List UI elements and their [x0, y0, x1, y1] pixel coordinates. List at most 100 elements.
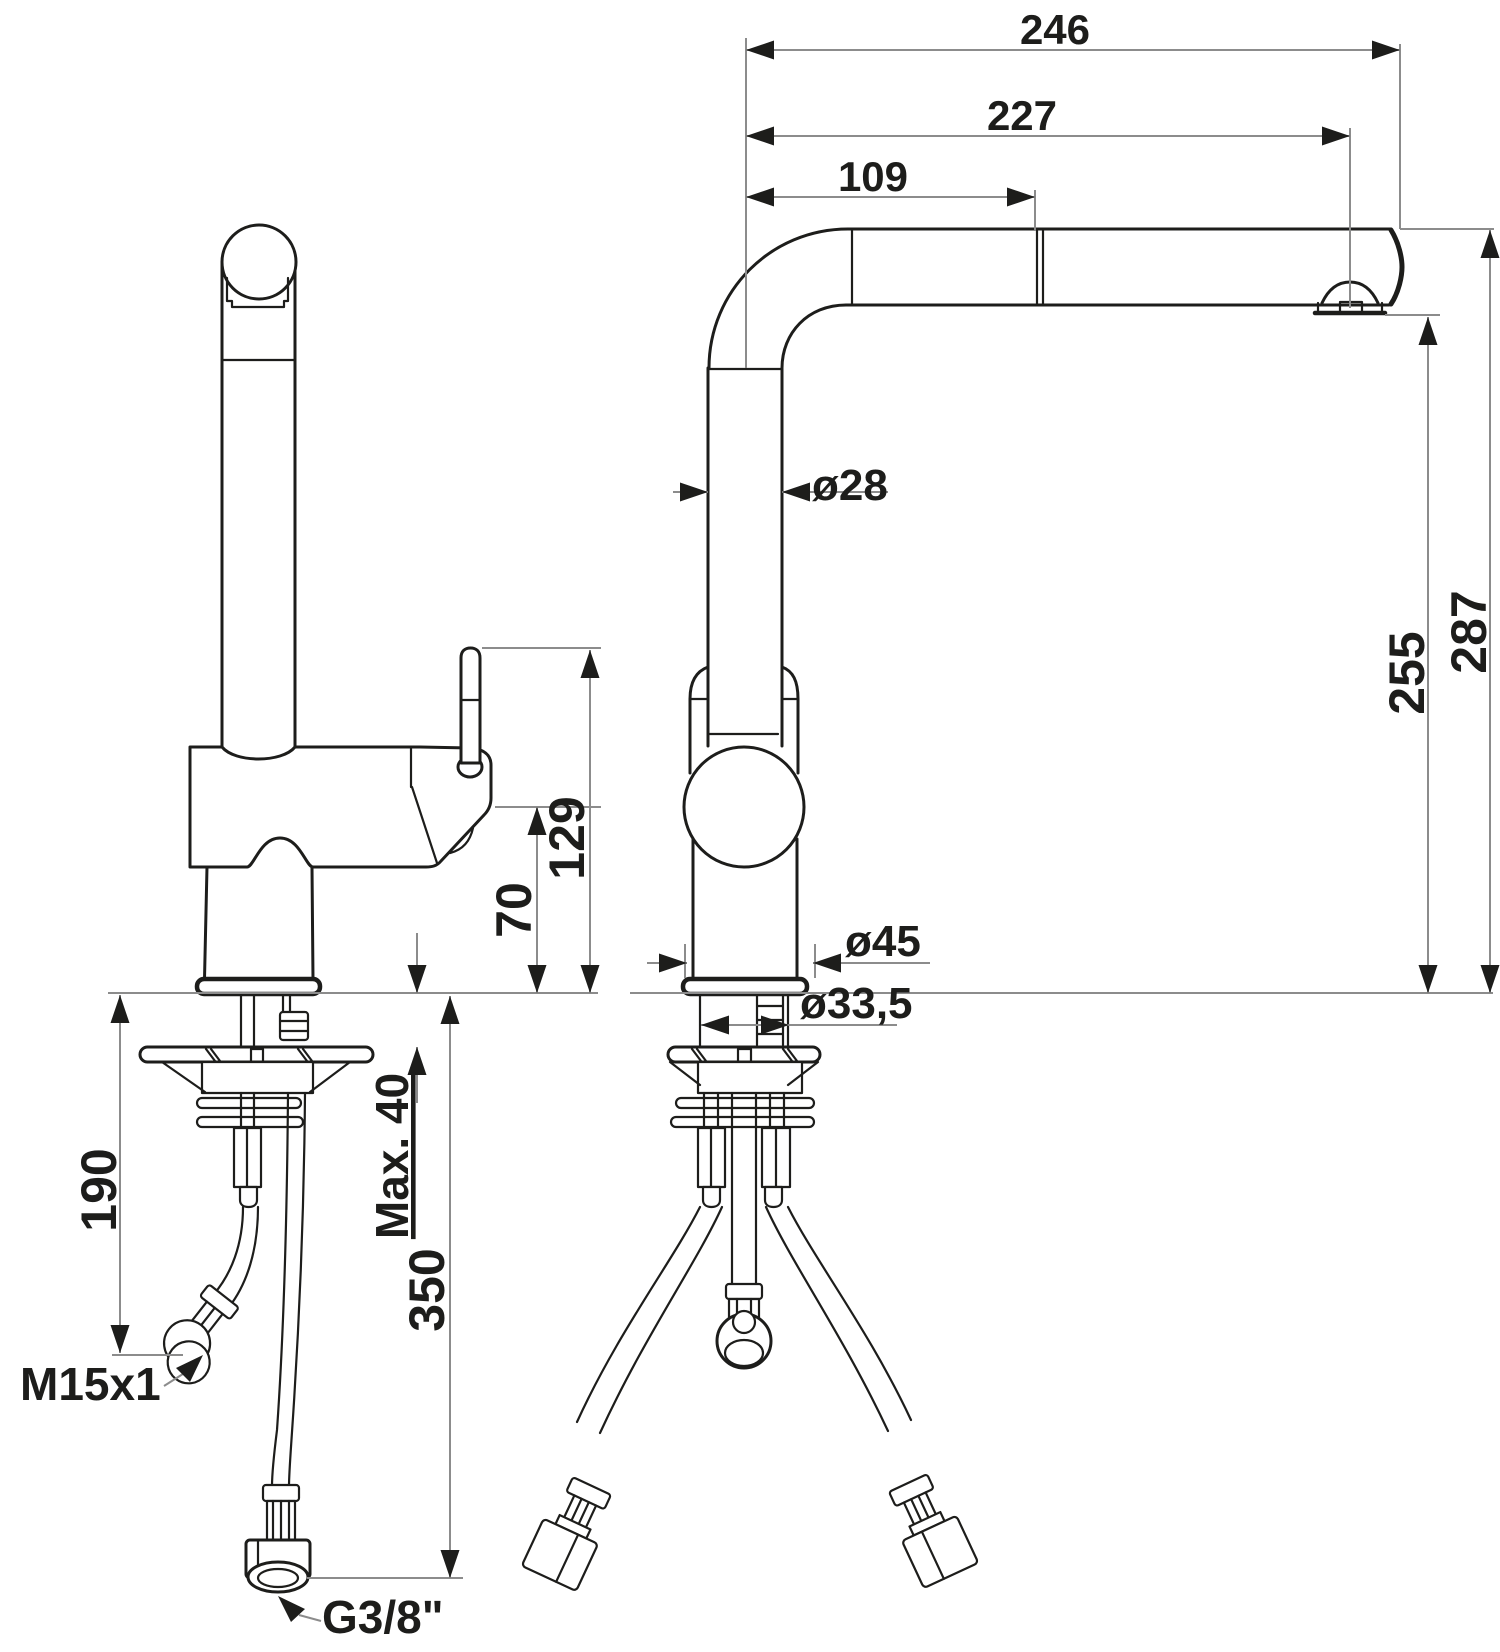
side-straight-hose-right-edge — [287, 1091, 307, 1488]
dim-109-arrow-left — [746, 187, 774, 207]
dim-246-arrow-right — [1372, 40, 1400, 60]
label-o45: ø45 — [845, 917, 921, 966]
dim-o335-arrow-left — [701, 1015, 729, 1035]
connector-left-facet — [555, 1533, 580, 1583]
side-hose-nipple-stem — [281, 992, 292, 1014]
dim-255-arrow-top — [1418, 317, 1438, 345]
side-curved-hose-right-edge — [227, 1205, 260, 1309]
dim-350-arrow-bottom — [440, 1550, 460, 1578]
spray-hose-end-detail — [731, 1309, 757, 1335]
front-handle-cap — [682, 745, 806, 869]
g38-leader-arrow — [278, 1596, 305, 1622]
label-287: 287 — [1441, 590, 1497, 673]
dim-109-arrow-right — [1007, 187, 1035, 207]
dim-227-arrow-right — [1322, 126, 1350, 146]
connector-right-struts — [902, 1491, 940, 1531]
front-washer-plate-2 — [669, 1115, 816, 1129]
side-dimensions — [110, 647, 601, 1622]
dim-287-arrow-bottom — [1480, 965, 1500, 993]
connector-right-facet — [920, 1530, 945, 1580]
connector-left-struts — [560, 1494, 598, 1534]
dim-70-arrow-top — [527, 807, 547, 835]
label-129: 129 — [539, 796, 595, 879]
side-straight-hose-left-edge — [270, 1091, 290, 1488]
side-stud-end — [238, 1185, 259, 1209]
front-dimensions — [647, 38, 1500, 1035]
label-350: 350 — [399, 1248, 455, 1331]
front-stud-right — [763, 1185, 784, 1209]
front-connector-right — [888, 1474, 979, 1588]
dim-129-arrow-bottom — [580, 965, 600, 993]
dim-190-lines — [112, 995, 183, 1356]
front-shank — [698, 992, 790, 1049]
front-underdeck-assembly — [521, 992, 979, 1591]
dim-o45-arrow-left — [659, 953, 687, 973]
side-lever-handle — [459, 646, 482, 765]
front-block-braces — [668, 1060, 820, 1087]
g38-neck-struts — [271, 1499, 291, 1542]
front-stud-left — [701, 1185, 722, 1209]
front-shank-threads — [755, 994, 785, 1047]
front-washer-marks — [690, 1047, 799, 1063]
front-spout-top-edge — [707, 227, 1393, 370]
side-g38-fitting — [244, 1483, 312, 1594]
front-connector-left — [521, 1477, 612, 1591]
front-hose-left-inner — [598, 1205, 724, 1435]
dim-max40-arrow-upper — [407, 965, 427, 993]
dim-255-arrow-bottom — [1418, 965, 1438, 993]
side-base-cylinder — [203, 865, 315, 981]
dim-129-arrow-top — [580, 650, 600, 678]
label-max40: Max. 40 — [366, 1073, 418, 1239]
dim-350-arrow-top — [440, 996, 460, 1024]
connector-left-collar — [566, 1477, 612, 1510]
side-washer-marks — [204, 1047, 314, 1063]
label-o335: ø33,5 — [800, 979, 913, 1028]
front-base-flange — [680, 976, 810, 997]
label-70: 70 — [486, 882, 542, 938]
dim-max40-arrow-lower — [407, 1047, 427, 1075]
front-hose-left-outer — [575, 1205, 702, 1424]
side-block-braces — [160, 1060, 352, 1094]
label-255: 255 — [1379, 631, 1435, 714]
front-mounting-block — [696, 1060, 804, 1095]
aerator-sides — [1316, 301, 1384, 314]
dim-227-lines — [746, 128, 1351, 308]
connector-right-collar — [888, 1474, 934, 1507]
side-underdeck-assembly — [138, 992, 375, 1594]
g38-leader-line — [298, 1614, 322, 1622]
dim-70-arrow-bottom — [527, 965, 547, 993]
side-outlet-lip — [448, 826, 475, 855]
front-riser — [706, 366, 784, 748]
dimension-labels: 246 227 109 ø28 ø45 ø33,5 255 287 129 70… — [20, 6, 1497, 1643]
dim-o45-lines — [647, 944, 930, 978]
dim-o28-arrow-left — [680, 482, 708, 502]
front-spout-end-cap — [1388, 227, 1405, 307]
m15-leader-line — [163, 1371, 187, 1387]
front-hose-right-inner — [764, 1205, 890, 1433]
g38-collar — [261, 1483, 301, 1503]
m15-leader-arrow — [176, 1355, 203, 1382]
dim-190-arrow-bottom — [110, 1325, 130, 1353]
front-spout-joints — [850, 228, 1045, 306]
dim-190-arrow-top — [110, 995, 130, 1023]
front-base-cylinder — [691, 837, 799, 981]
front-view-faucet — [521, 227, 1405, 1591]
dim-287-lines — [1400, 228, 1494, 993]
label-m15x1: M15x1 — [20, 1358, 161, 1410]
dim-o28-arrow-right — [782, 482, 810, 502]
dim-246-arrow-left — [746, 40, 774, 60]
label-227: 227 — [987, 92, 1057, 139]
dim-129-lines — [482, 647, 601, 993]
dim-287-arrow-top — [1480, 230, 1500, 258]
label-246: 246 — [1020, 6, 1090, 53]
front-washer-plate-1 — [674, 1096, 816, 1110]
label-190: 190 — [71, 1148, 127, 1231]
housing-joints — [688, 697, 800, 736]
side-riser-column — [220, 260, 297, 749]
front-threaded-rods — [702, 1091, 786, 1130]
side-body — [188, 745, 493, 869]
dim-o45-arrow-right — [813, 953, 841, 973]
side-spray-head-bracket — [225, 276, 290, 309]
dim-109-lines — [746, 190, 1036, 231]
